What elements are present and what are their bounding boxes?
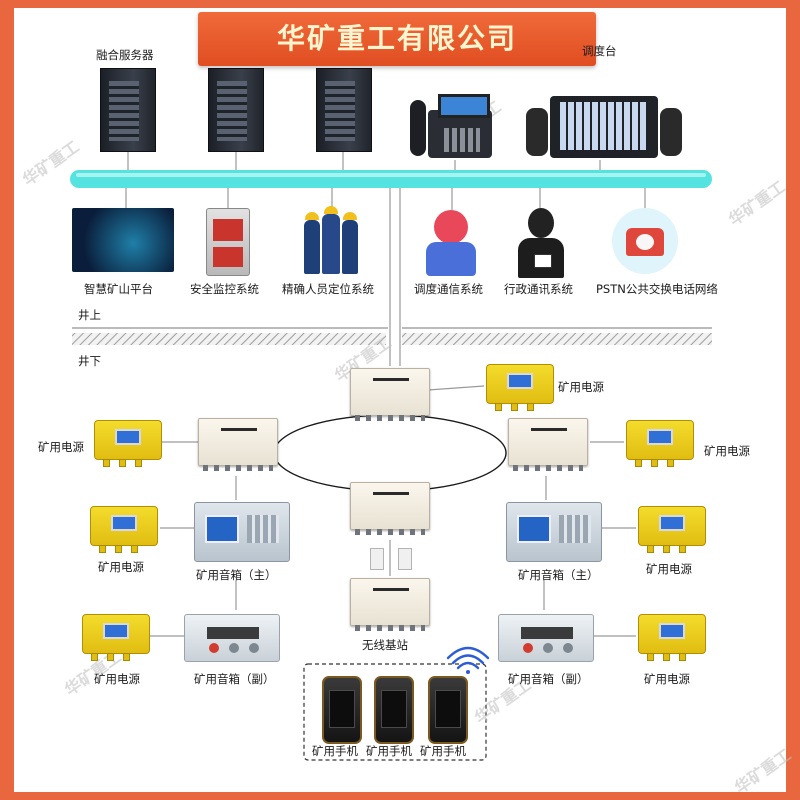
speaker-main-label: 矿用音箱（主） bbox=[196, 568, 277, 582]
handset-3 bbox=[428, 676, 468, 744]
handset-label: 矿用手机 bbox=[366, 744, 412, 758]
personnel-positioning-icon bbox=[300, 206, 360, 280]
server-1 bbox=[100, 68, 156, 152]
server-3 bbox=[316, 68, 372, 152]
system-label: 行政通讯系统 bbox=[504, 282, 573, 296]
zone-surface-label: 井上 bbox=[78, 308, 101, 322]
wifi-icon bbox=[446, 646, 490, 674]
antenna-icon bbox=[370, 548, 384, 570]
speaker-main-label: 矿用音箱（主） bbox=[518, 568, 599, 582]
power-label: 矿用电源 bbox=[646, 562, 692, 576]
server-label: 融合服务器 bbox=[96, 48, 154, 62]
power-supply-top bbox=[486, 364, 554, 411]
ring-switch-right bbox=[508, 418, 588, 471]
base-station-label: 无线基站 bbox=[362, 638, 408, 652]
page-title: 华矿重工有限公司 bbox=[276, 22, 517, 55]
title-banner bbox=[198, 12, 596, 66]
power-supply-mid-left bbox=[90, 506, 158, 553]
ring-switch-top bbox=[350, 368, 430, 421]
power-label: 矿用电源 bbox=[644, 672, 690, 686]
power-label: 矿用电源 bbox=[94, 672, 140, 686]
power-supply-left bbox=[94, 420, 162, 467]
dispatch-comm-icon bbox=[424, 210, 478, 276]
wireless-base-station-unit bbox=[350, 578, 430, 631]
ip-phone bbox=[410, 94, 494, 160]
ring-switch-bottom bbox=[350, 482, 430, 535]
server-2 bbox=[208, 68, 264, 152]
console-label: 调度台 bbox=[582, 44, 617, 58]
smart-mine-platform-icon bbox=[72, 208, 174, 272]
ring-switch-left bbox=[198, 418, 278, 471]
speaker-sub-label: 矿用音箱（副） bbox=[508, 672, 589, 686]
zone-underground-label: 井下 bbox=[78, 354, 101, 368]
pstn-phone-icon bbox=[612, 208, 678, 274]
speaker-sub-left bbox=[184, 614, 280, 662]
handset-group-border bbox=[303, 663, 487, 761]
power-supply-right bbox=[626, 420, 694, 467]
system-label: PSTN公共交换电话网络 bbox=[596, 282, 718, 296]
system-label: 智慧矿山平台 bbox=[84, 282, 153, 296]
power-label: 矿用电源 bbox=[98, 560, 144, 574]
power-supply-mid-right bbox=[638, 506, 706, 553]
speaker-main-left bbox=[194, 502, 290, 562]
bracket-left bbox=[72, 333, 386, 345]
speaker-sub-right bbox=[498, 614, 594, 662]
admin-comm-icon bbox=[516, 208, 566, 278]
speaker-main-right bbox=[506, 502, 602, 562]
power-label: 矿用电源 bbox=[704, 444, 750, 458]
antenna-icon bbox=[398, 548, 412, 570]
safety-monitor-icon bbox=[206, 208, 250, 276]
handset-1 bbox=[322, 676, 362, 744]
handset-2 bbox=[374, 676, 414, 744]
power-supply-low-left bbox=[82, 614, 150, 661]
system-label: 精确人员定位系统 bbox=[282, 282, 374, 296]
power-label: 矿用电源 bbox=[558, 380, 604, 394]
speaker-sub-label: 矿用音箱（副） bbox=[194, 672, 275, 686]
power-supply-low-right bbox=[638, 614, 706, 661]
dispatch-console bbox=[526, 96, 682, 160]
system-label: 安全监控系统 bbox=[190, 282, 259, 296]
bracket-right bbox=[402, 333, 712, 345]
network-bus bbox=[70, 170, 712, 188]
handset-label: 矿用手机 bbox=[420, 744, 466, 758]
system-label: 调度通信系统 bbox=[414, 282, 483, 296]
handset-label: 矿用手机 bbox=[312, 744, 358, 758]
network-bus-highlight bbox=[76, 173, 706, 177]
ps-link-top bbox=[427, 385, 485, 391]
power-label: 矿用电源 bbox=[38, 440, 84, 454]
